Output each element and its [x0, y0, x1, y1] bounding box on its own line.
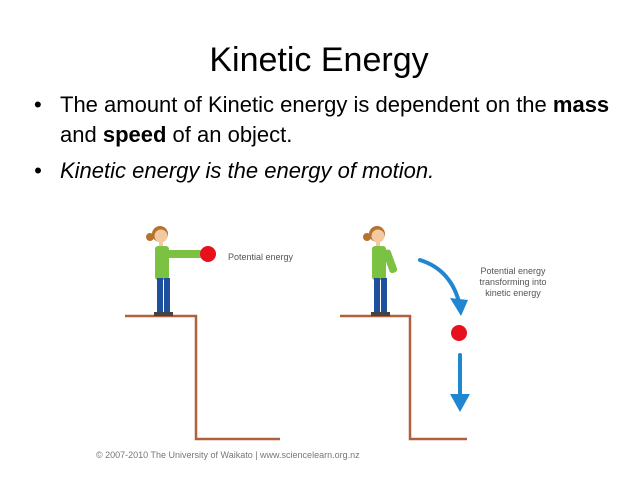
ball-falling [451, 325, 467, 341]
girl-right-figure [363, 226, 398, 316]
bullet-item: • The amount of Kinetic energy is depend… [30, 90, 620, 150]
label-transforming: Potential energy transforming into kinet… [479, 266, 547, 298]
ledge-left [125, 314, 280, 441]
bold-mass: mass [552, 92, 610, 117]
bullet-text-suffix: of an object. [166, 122, 293, 147]
bullet-list: • The amount of Kinetic energy is depend… [30, 90, 620, 192]
girl-left-figure [146, 226, 203, 316]
ball-left [200, 246, 216, 262]
bullet-text-middle: and [60, 122, 103, 147]
bullet-item: • Kinetic energy is the energy of motion… [30, 156, 620, 186]
energy-illustration: Potential energy Potential energy transf… [0, 210, 638, 478]
bold-speed: speed [102, 122, 167, 147]
ledge-right [340, 314, 467, 441]
bullet-text: The amount of Kinetic energy is dependen… [60, 92, 553, 117]
bullet-text: Kinetic energy is the energy of motion. [60, 158, 435, 183]
bullet-marker: • [34, 92, 42, 117]
bullet-marker: • [34, 158, 42, 183]
copyright-text: © 2007-2010 The University of Waikato | … [96, 450, 360, 460]
label-potential-energy: Potential energy [228, 252, 294, 262]
illustration-svg [125, 226, 470, 441]
slide-title: Kinetic Energy [209, 41, 429, 79]
